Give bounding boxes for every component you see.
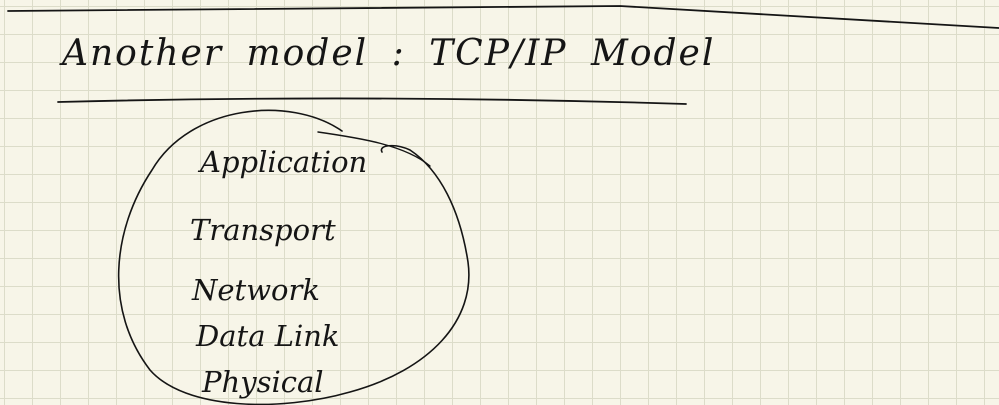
- layer-circle: [117, 109, 470, 405]
- layer-physical: Physical: [202, 365, 324, 399]
- page-title: Another model : TCP/IP Model: [62, 33, 716, 74]
- layer-data-link: Data Link: [196, 319, 340, 353]
- layer-transport: Transport: [190, 213, 336, 247]
- layer-network: Network: [192, 273, 320, 307]
- title-underline: [57, 97, 687, 105]
- layer-application: Application: [200, 145, 368, 179]
- top-ruled-line: [7, 5, 999, 29]
- circle-tail-stroke: [317, 131, 431, 167]
